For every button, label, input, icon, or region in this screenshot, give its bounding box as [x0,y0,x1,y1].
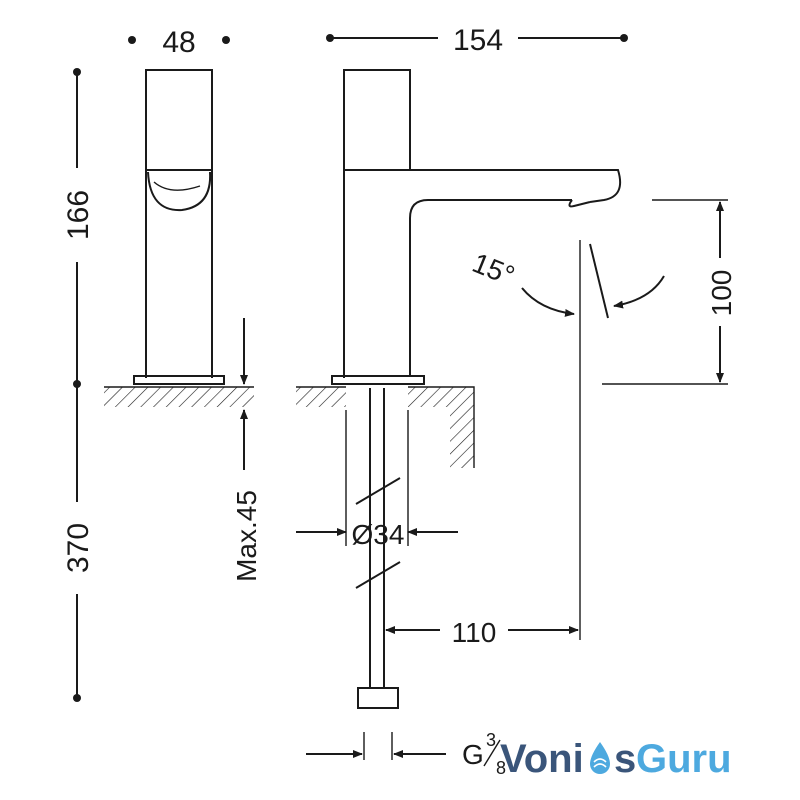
dim-height-body: 166 [62,190,95,240]
dim-spout-height: 100 [706,270,737,317]
dim-max-thickness: Max.45 [231,490,262,582]
hose-break-1 [355,477,401,505]
front-base-plate [133,375,225,385]
dim-angle: 15° [468,247,519,292]
dimension-max-45: Max.45 [231,318,262,582]
dimension-166-370: 166 370 [62,68,95,702]
dimension-110: 110 [385,240,581,648]
hose-break-2 [355,561,401,589]
water-drop-icon [590,742,610,774]
front-view [104,69,254,407]
dim-thread-numerator: 3 [486,730,496,750]
dim-hole-diameter: Ø34 [352,519,405,550]
dimension-48: 48 [128,26,230,59]
svg-text:s: s [614,737,636,781]
side-body-and-spout [343,169,622,378]
side-view [296,69,622,709]
dim-thread-prefix: G [462,739,484,770]
dim-width-front: 48 [162,26,195,59]
supply-hose [369,388,385,688]
dimension-angle-15: 15° [468,243,665,319]
dim-height-hose: 370 [62,523,95,573]
dimension-diameter-34: Ø34 [296,410,458,550]
hose-connector [357,687,399,709]
front-lever-shape [147,171,212,212]
side-handle [343,69,411,171]
front-body [145,170,213,378]
dim-thread-denominator: 8 [496,758,506,778]
dimension-154: 154 [326,24,628,57]
dimension-thread: G 3 8 [306,730,506,778]
svg-text:Guru: Guru [636,737,732,781]
watermark-logo: Voni s Guru [500,737,732,781]
svg-text:Voni: Voni [500,737,584,781]
spout-outlet [568,199,591,208]
dimension-100: 100 [602,199,737,385]
dim-spout-reach: 110 [452,617,497,648]
front-handle [145,69,213,171]
side-countertop-right [408,387,474,468]
side-countertop-outline [296,386,475,468]
side-base-plate [331,375,425,385]
front-countertop [104,387,254,407]
dim-width-side: 154 [453,24,503,57]
front-lever-inner [153,181,201,191]
side-countertop-left [296,387,346,407]
